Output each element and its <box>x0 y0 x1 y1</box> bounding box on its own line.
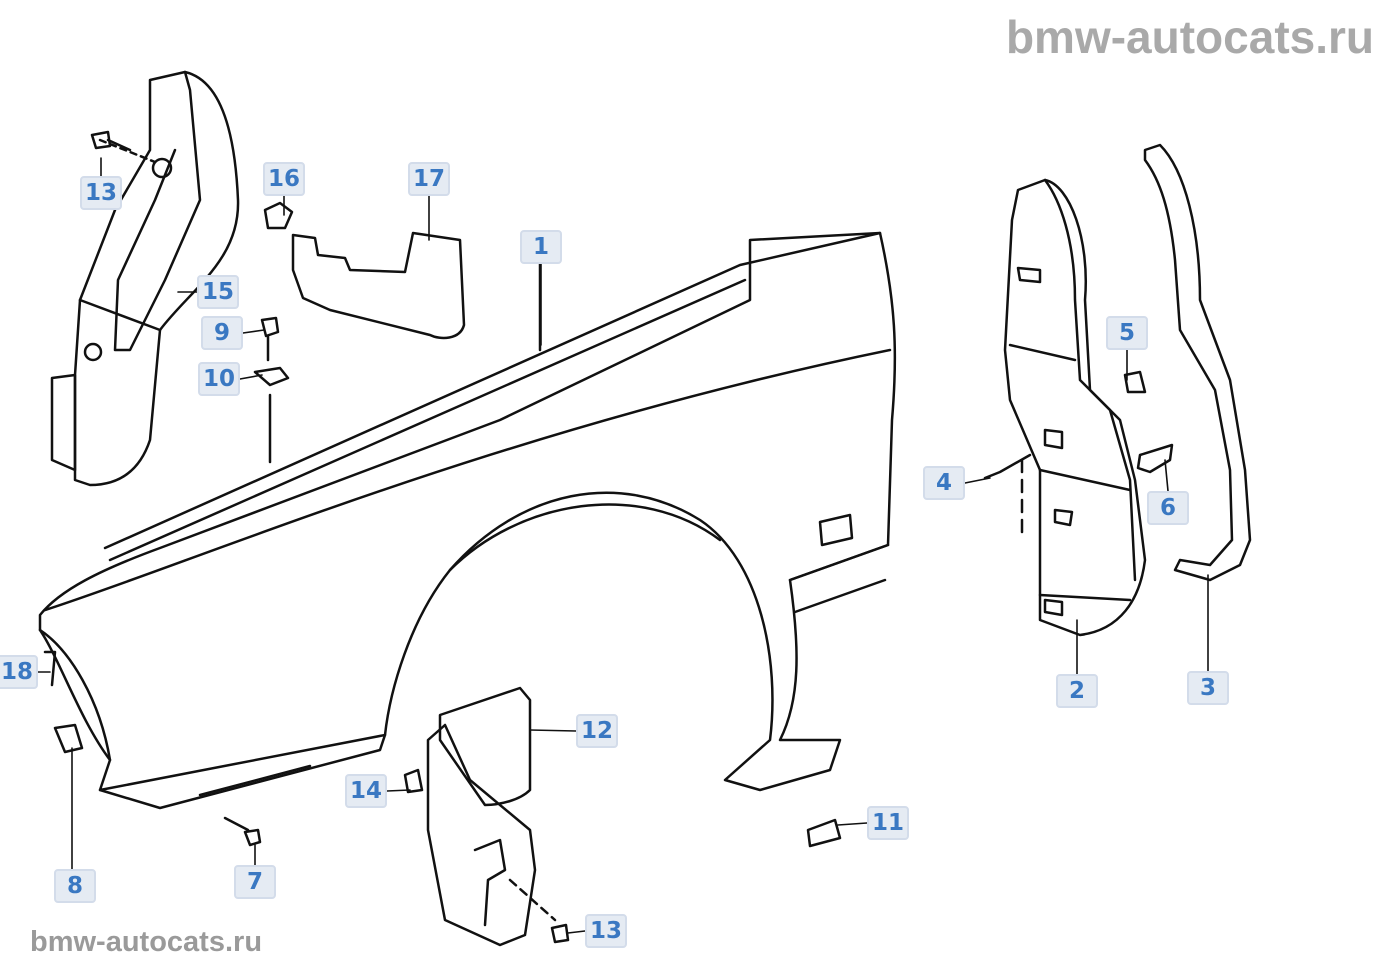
part-label-6[interactable]: 6 <box>1147 491 1189 525</box>
part-label-5[interactable]: 5 <box>1106 316 1148 350</box>
part-label-8[interactable]: 8 <box>54 869 96 903</box>
leader-lines <box>37 157 1209 934</box>
watermark-top: bmw-autocats.ru <box>1005 11 1374 63</box>
bracket-drawing <box>291 231 466 340</box>
bolt-9-drawing <box>253 316 290 387</box>
part-label-11[interactable]: 11 <box>867 806 909 840</box>
part-label-7[interactable]: 7 <box>234 865 276 899</box>
clip-8-drawing <box>53 723 84 754</box>
part-label-16[interactable]: 16 <box>263 162 305 196</box>
bolt-13-drawing <box>90 130 132 152</box>
part-label-3[interactable]: 3 <box>1187 671 1229 705</box>
clip-16-drawing <box>263 201 294 230</box>
part-label-17[interactable]: 17 <box>408 162 450 196</box>
screw-18-drawing <box>43 650 57 687</box>
part-label-1[interactable]: 1 <box>520 230 562 264</box>
clip-11-drawing <box>806 818 842 848</box>
part-label-15[interactable]: 15 <box>197 275 239 309</box>
part-label-9[interactable]: 9 <box>201 316 243 350</box>
part-label-12[interactable]: 12 <box>576 714 618 748</box>
inner-panel-drawing <box>983 178 1147 637</box>
part-label-4[interactable]: 4 <box>923 466 965 500</box>
screw-7-drawing <box>223 816 262 847</box>
seal-strip-drawing <box>1143 143 1252 582</box>
part-label-14[interactable]: 14 <box>345 774 387 808</box>
part-label-10[interactable]: 10 <box>198 362 240 396</box>
part-label-13[interactable]: 13 <box>80 176 122 210</box>
mud-flap-drawing <box>403 686 570 947</box>
part-label-2[interactable]: 2 <box>1056 674 1098 708</box>
part-label-13b[interactable]: 13 <box>585 914 627 948</box>
part-label-18[interactable]: 18 <box>0 655 38 689</box>
fender-drawing <box>38 231 897 810</box>
watermark-bottom: bmw-autocats.ru <box>30 926 263 958</box>
